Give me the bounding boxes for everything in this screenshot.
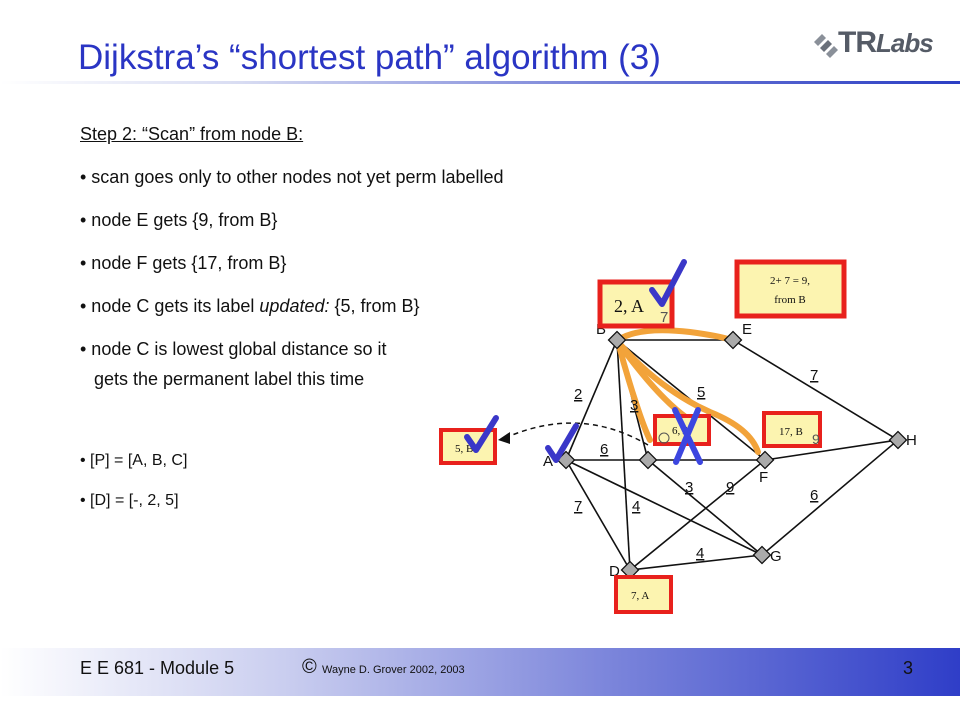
relabel-arrow bbox=[504, 422, 649, 446]
edge-gh bbox=[761, 439, 899, 556]
bullet-scan: • scan goes only to other nodes not yet … bbox=[80, 167, 504, 187]
weight-ac: 6 bbox=[600, 441, 608, 458]
edge-cg bbox=[647, 459, 763, 556]
node-c bbox=[638, 450, 658, 470]
page-number: 3 bbox=[903, 658, 914, 678]
weight-dg: 4 bbox=[696, 545, 704, 562]
edge-ag bbox=[565, 459, 763, 556]
copyright-icon: © bbox=[302, 656, 317, 678]
node-name-b: B bbox=[596, 321, 606, 338]
label-e-line1: 2+ 7 = 9, bbox=[770, 275, 810, 287]
weight-ad: 7 bbox=[574, 498, 582, 515]
trlabs-logo-icon bbox=[814, 34, 838, 58]
node-h bbox=[888, 430, 908, 450]
scan-path-b-e bbox=[615, 327, 734, 343]
bullet-node-e: • node E gets {9, from B} bbox=[80, 210, 278, 230]
bullet-node-c-lowest: • node C is lowest global distance so it bbox=[80, 339, 387, 359]
slide-title: Dijkstra’s “shortest path” algorithm (3) bbox=[78, 38, 661, 77]
logo-text: TRLabs bbox=[838, 26, 934, 59]
label-box-e bbox=[734, 259, 847, 319]
permanent-set: • [P] = [A, B, C] bbox=[80, 452, 188, 469]
label-b-text: 2, A bbox=[614, 296, 644, 316]
label-box-f bbox=[762, 411, 822, 448]
node-d bbox=[620, 560, 640, 580]
check-icon-b bbox=[649, 259, 687, 307]
weight-eh: 7 bbox=[810, 367, 818, 384]
label-c-old-circle bbox=[658, 432, 670, 444]
edge-df bbox=[629, 459, 766, 571]
node-name-h: H bbox=[906, 432, 917, 449]
weight-cf: 3 bbox=[685, 479, 693, 496]
label-e-line2: from B bbox=[774, 294, 805, 306]
edge-ab bbox=[565, 339, 618, 461]
weight-cg: 9 bbox=[726, 479, 734, 496]
node-name-e: E bbox=[742, 321, 752, 338]
distance-set: • [D] = [-, 2, 5] bbox=[80, 492, 179, 509]
bullet-node-c-updated: • node C gets its label updated: {5, fro… bbox=[80, 296, 420, 316]
label-b-overlap: 7 bbox=[660, 309, 668, 326]
relabel-arrowhead bbox=[498, 432, 510, 444]
node-name-d: D bbox=[609, 563, 620, 580]
check-icon-c bbox=[464, 415, 499, 453]
weight-ab: 2 bbox=[574, 386, 582, 403]
node-name-a: A bbox=[543, 453, 553, 470]
weight-gh: 6 bbox=[810, 487, 818, 504]
step-heading: Step 2: “Scan” from node B: bbox=[80, 124, 304, 144]
label-box-d bbox=[614, 575, 673, 614]
bullet-node-f: • node F gets {17, from B} bbox=[80, 253, 287, 273]
cross-icon bbox=[672, 407, 703, 465]
edge-eh bbox=[732, 339, 899, 441]
node-g bbox=[752, 545, 772, 565]
check-icon-a bbox=[545, 423, 579, 463]
node-e bbox=[723, 330, 743, 350]
label-f-overlap: 9 bbox=[812, 431, 820, 447]
bullet-node-c-lowest-cont: gets the permanent label this time bbox=[94, 369, 365, 389]
node-f bbox=[755, 450, 775, 470]
edge-bd bbox=[616, 339, 631, 571]
node-name-f: F bbox=[759, 469, 768, 486]
graph-edges bbox=[565, 339, 899, 571]
edge-fh bbox=[764, 439, 899, 461]
scan-path-b-c bbox=[615, 339, 653, 443]
graph-nodes bbox=[556, 330, 908, 580]
edge-dg bbox=[629, 554, 763, 571]
scan-paths bbox=[615, 327, 761, 455]
label-f-text: 17, B bbox=[779, 426, 803, 438]
label-d-text: 7, A bbox=[631, 590, 649, 602]
label-c-new-text: 5, B bbox=[455, 443, 473, 455]
weight-bc: 3 bbox=[630, 397, 638, 414]
footer-bar bbox=[0, 648, 960, 696]
weight-dc: 4 bbox=[632, 498, 640, 515]
title-underline bbox=[0, 81, 960, 84]
scan-path-b-f bbox=[615, 339, 761, 455]
footer-author: Wayne D. Grover 2002, 2003 bbox=[322, 664, 465, 676]
weight-bf: 5 bbox=[697, 384, 705, 401]
node-b bbox=[607, 330, 627, 350]
node-name-g: G bbox=[770, 548, 782, 565]
edge-ad bbox=[565, 459, 631, 571]
footer-module: E E 681 - Module 5 bbox=[80, 658, 235, 678]
